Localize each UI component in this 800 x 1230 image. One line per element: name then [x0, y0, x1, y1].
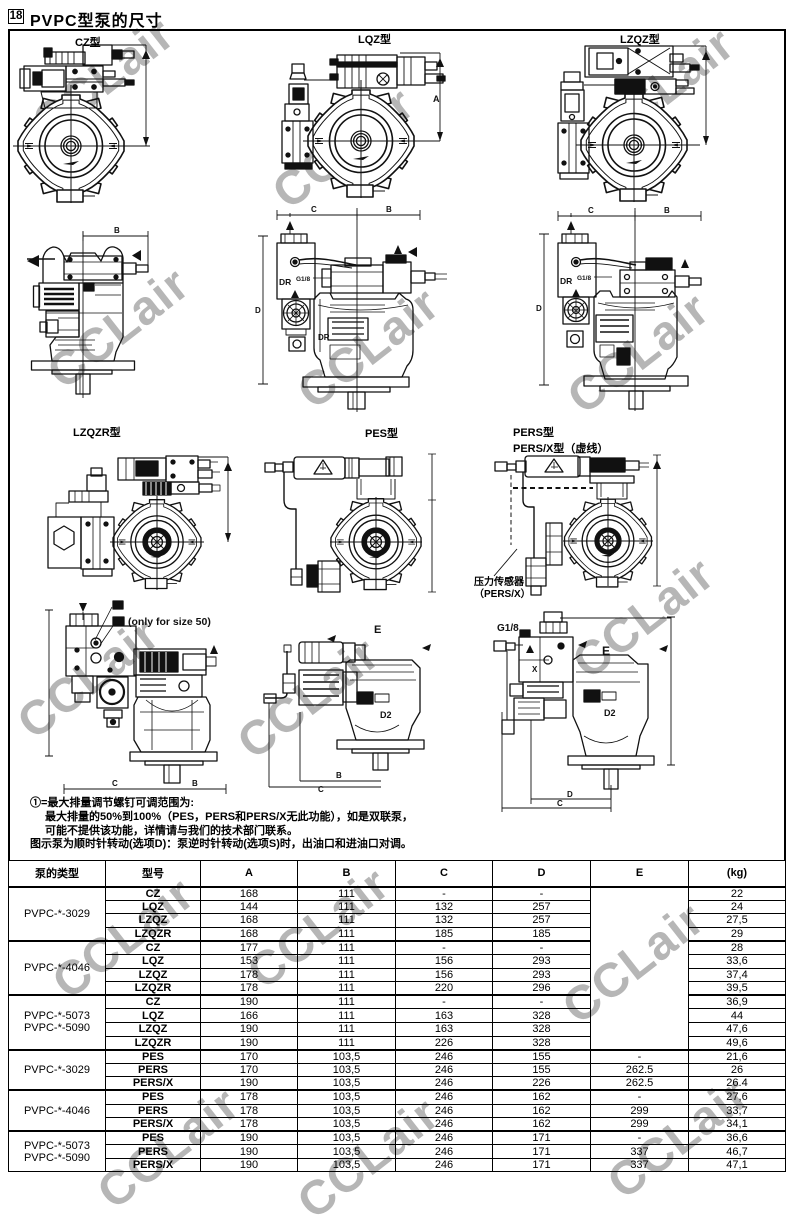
- svg-text:G1/8: G1/8: [296, 276, 310, 283]
- svg-text:D: D: [255, 306, 261, 315]
- svg-text:DR: DR: [279, 277, 291, 287]
- svg-text:B: B: [336, 771, 342, 780]
- svg-text:C: C: [318, 785, 324, 794]
- svg-text:C: C: [311, 205, 317, 214]
- svg-text:DR: DR: [318, 333, 330, 342]
- svg-text:G1/8: G1/8: [497, 623, 519, 634]
- svg-text:D2: D2: [604, 708, 616, 718]
- svg-text:B: B: [192, 779, 198, 788]
- svg-text:C: C: [557, 799, 563, 808]
- svg-text:A: A: [433, 94, 440, 104]
- svg-text:D: D: [536, 304, 542, 313]
- svg-text:D: D: [567, 790, 573, 799]
- svg-text:E: E: [374, 624, 381, 636]
- svg-text:X: X: [532, 665, 538, 674]
- svg-text:(only for size 50): (only for size 50): [128, 616, 211, 628]
- svg-text:C: C: [588, 206, 594, 215]
- svg-text:C: C: [112, 779, 118, 788]
- svg-text:DR: DR: [560, 276, 572, 286]
- svg-text:G1/8: G1/8: [577, 275, 591, 282]
- svg-text:D2: D2: [380, 710, 392, 720]
- svg-text:B: B: [386, 205, 392, 214]
- svg-text:B: B: [114, 226, 120, 235]
- svg-text:E: E: [602, 644, 610, 658]
- svg-text:B: B: [664, 206, 670, 215]
